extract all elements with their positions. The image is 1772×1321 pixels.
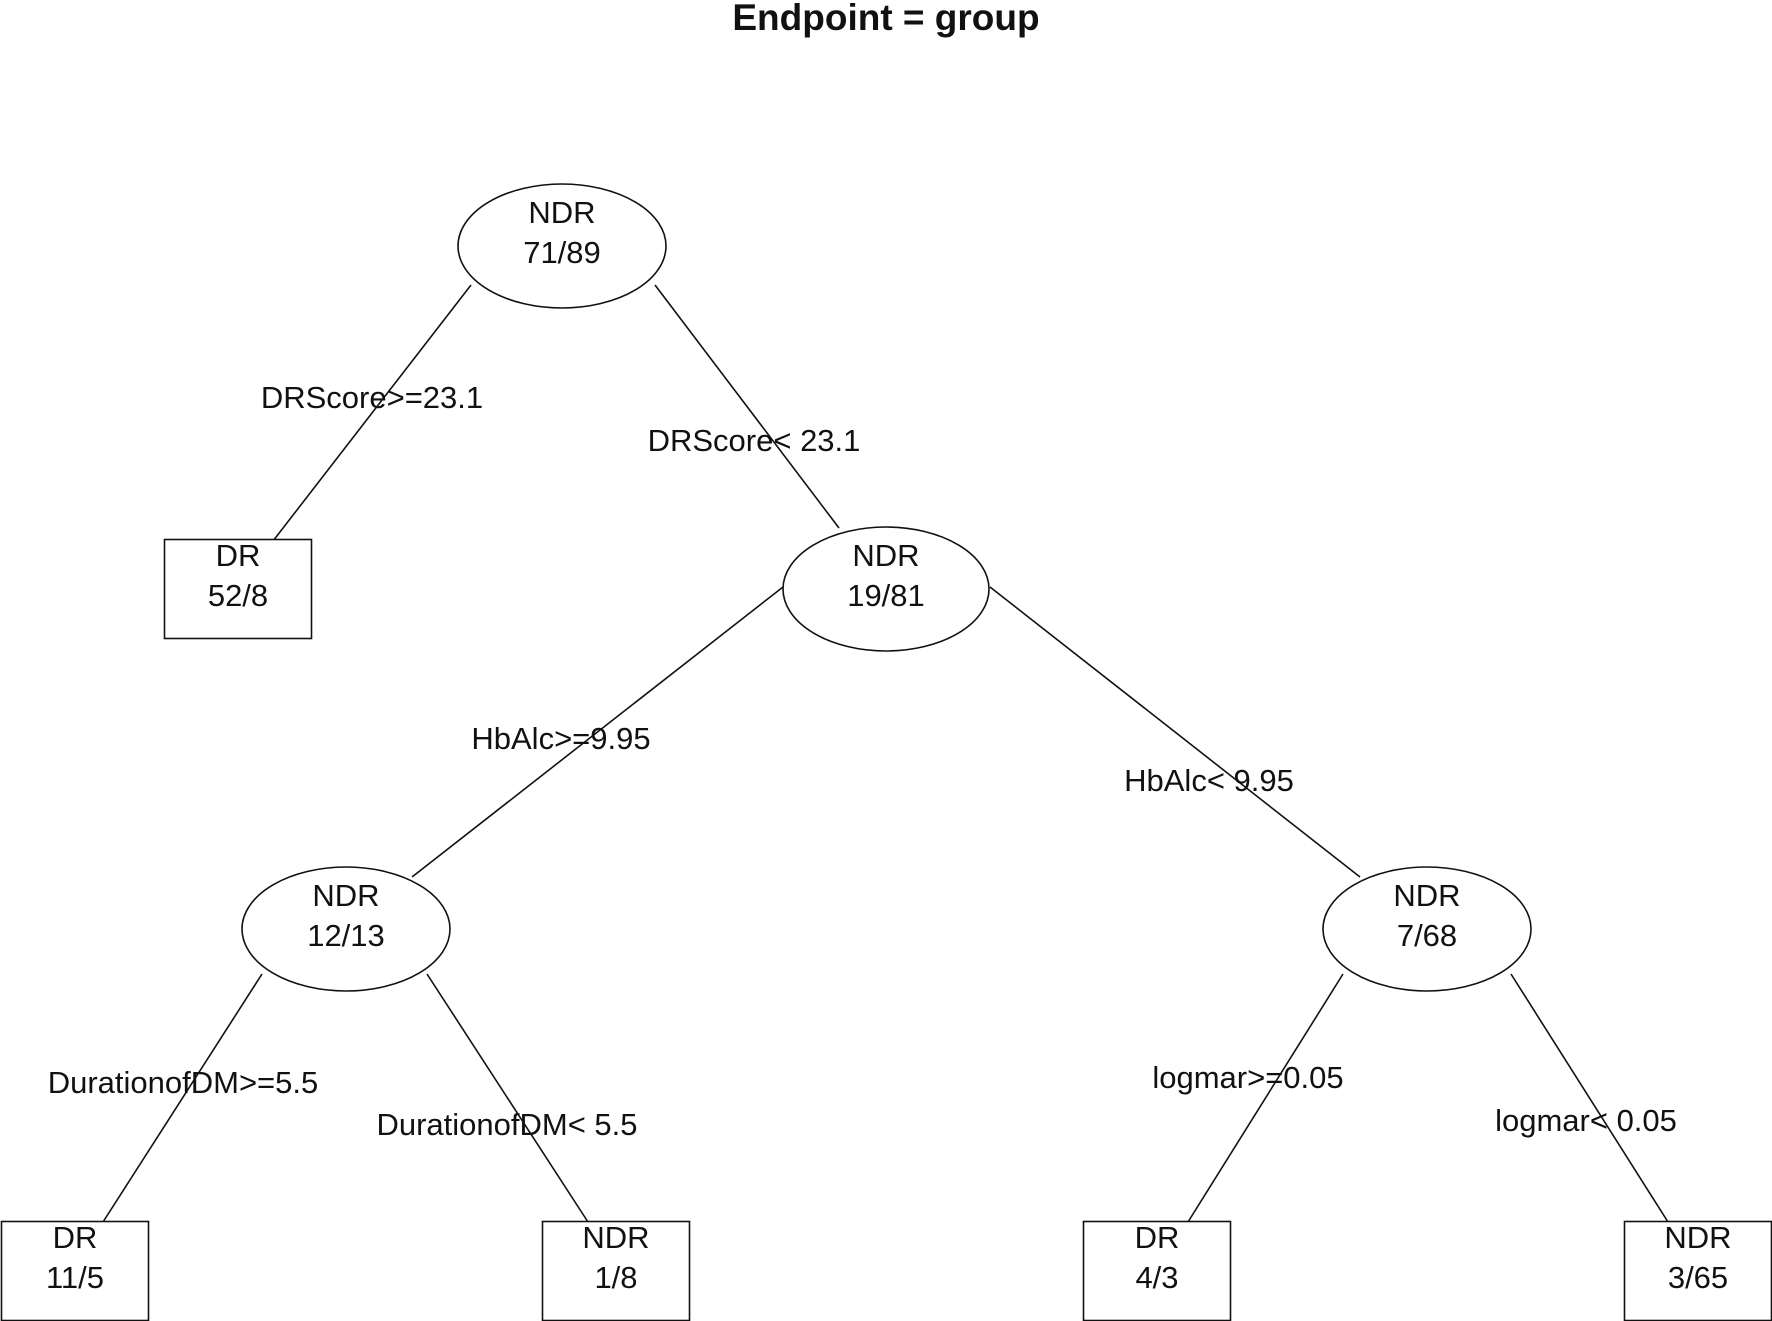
- edge-n3-to-leaf_dr_2: [102, 973, 263, 1223]
- tree-node-n2: NDR 19/81: [782, 526, 990, 652]
- node-class-label: NDR: [528, 195, 595, 230]
- edges-layer: [102, 284, 1669, 1223]
- split-condition-label: logmar>=0.05: [1152, 1060, 1343, 1095]
- tree-node-leaf-dr-2: DR 11/5: [0, 1220, 150, 1321]
- node-counts-label: 12/13: [307, 918, 385, 953]
- tree-node-root: NDR 71/89: [457, 183, 667, 309]
- nodes-layer: NDR71/89DR52/8NDR19/81NDR12/13NDR7/68DR1…: [0, 183, 1772, 1321]
- node-counts-label: 11/5: [46, 1260, 104, 1295]
- edge-n4-to-leaf_dr_3: [1187, 973, 1344, 1223]
- node-counts-label: 19/81: [847, 578, 925, 613]
- leaf-node-box: [1082, 1220, 1232, 1321]
- split-condition-label: DRScore< 23.1: [648, 423, 861, 458]
- split-condition-label: HbAlc>=9.95: [471, 721, 650, 756]
- tree-node-leaf-ndr-2: NDR 3/65: [1623, 1220, 1772, 1321]
- split-node-ellipse: [241, 866, 451, 992]
- edge-n2-to-n3: [411, 586, 784, 878]
- split-condition-label: DRScore>=23.1: [261, 380, 483, 415]
- edge-root-to-n2: [654, 284, 840, 529]
- tree-node-n3: NDR 12/13: [241, 866, 451, 992]
- split-node-ellipse: [457, 183, 667, 309]
- tree-node-leaf-dr-1: DR 52/8: [163, 538, 313, 640]
- tree-node-leaf-ndr-1: NDR 1/8: [541, 1220, 691, 1321]
- node-class-label: DR: [53, 1220, 98, 1255]
- split-node-ellipse: [782, 526, 990, 652]
- edge-root-to-leaf_dr_1: [272, 284, 472, 542]
- edge-n4-to-leaf_ndr_2: [1510, 973, 1669, 1223]
- leaf-node-box: [163, 538, 313, 640]
- tree-node-leaf-dr-3: DR 4/3: [1082, 1220, 1232, 1321]
- node-class-label: NDR: [1393, 878, 1460, 913]
- node-class-label: NDR: [312, 878, 379, 913]
- diagram-title: Endpoint = group: [732, 0, 1039, 38]
- leaf-node-box: [0, 1220, 150, 1321]
- node-counts-label: 71/89: [523, 235, 601, 270]
- split-node-ellipse: [1322, 866, 1532, 992]
- split-condition-label: DurationofDM>=5.5: [48, 1065, 319, 1100]
- node-counts-label: 7/68: [1397, 918, 1457, 953]
- tree-node-n4: NDR 7/68: [1322, 866, 1532, 992]
- node-class-label: NDR: [852, 538, 919, 573]
- node-class-label: DR: [1135, 1220, 1180, 1255]
- split-condition-label: logmar< 0.05: [1495, 1103, 1677, 1138]
- node-counts-label: 1/8: [594, 1260, 637, 1295]
- split-condition-label: DurationofDM< 5.5: [376, 1107, 637, 1142]
- node-counts-label: 4/3: [1135, 1260, 1178, 1295]
- leaf-node-box: [541, 1220, 691, 1321]
- node-class-label: NDR: [582, 1220, 649, 1255]
- node-counts-label: 52/8: [208, 578, 268, 613]
- edge-n2-to-n4: [989, 586, 1361, 878]
- node-counts-label: 3/65: [1668, 1260, 1728, 1295]
- node-class-label: DR: [216, 538, 261, 573]
- node-class-label: NDR: [1664, 1220, 1731, 1255]
- split-condition-label: HbAlc< 9.95: [1124, 763, 1294, 798]
- edge-n3-to-leaf_ndr_1: [426, 973, 589, 1223]
